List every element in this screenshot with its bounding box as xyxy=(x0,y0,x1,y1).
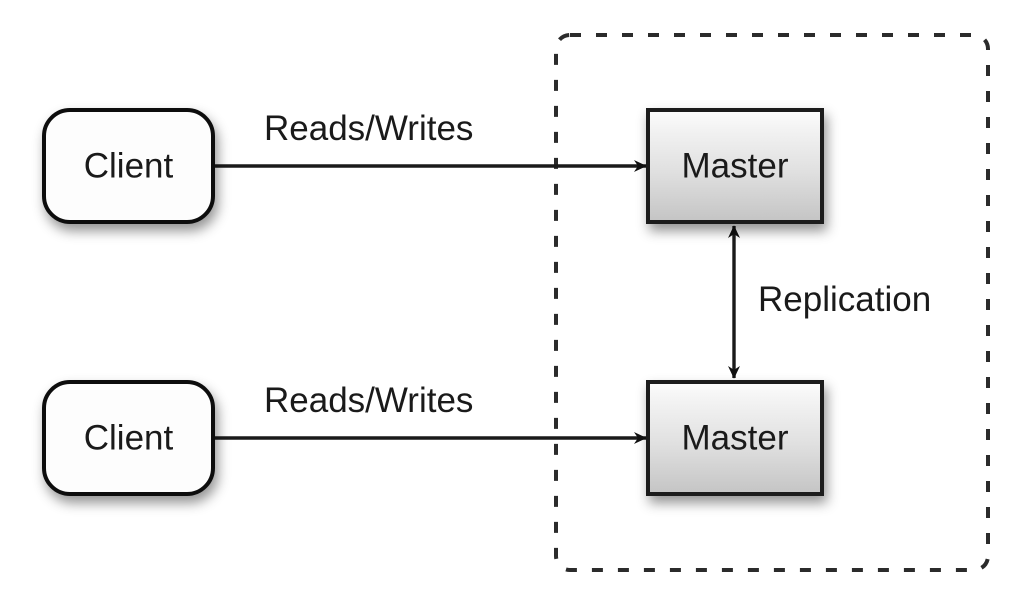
master-bottom-label: Master xyxy=(682,418,789,457)
edge-labels-layer: Reads/Writes Reads/Writes Replication xyxy=(264,109,931,420)
node-master-bottom[interactable]: Master xyxy=(646,380,824,496)
node-client-top[interactable]: Client xyxy=(42,108,215,224)
replication-cluster-boundary xyxy=(554,33,990,572)
client-bottom-label: Client xyxy=(84,418,174,457)
master-top-label: Master xyxy=(682,146,789,185)
edge-label-reads-writes-bottom: Reads/Writes xyxy=(264,381,473,420)
client-bottom-shape[interactable] xyxy=(42,380,215,496)
edge-label-replication: Replication xyxy=(758,280,931,319)
cluster-boundary-rect xyxy=(554,33,990,572)
node-master-top[interactable]: Master xyxy=(646,108,824,224)
edge-label-reads-writes-top: Reads/Writes xyxy=(264,109,473,148)
client-top-shape[interactable] xyxy=(42,108,215,224)
edges-layer xyxy=(213,160,740,444)
master-top-shape[interactable] xyxy=(646,108,824,224)
client-top-label: Client xyxy=(84,146,174,185)
node-client-bottom[interactable]: Client xyxy=(42,380,215,496)
master-bottom-shape[interactable] xyxy=(646,380,824,496)
